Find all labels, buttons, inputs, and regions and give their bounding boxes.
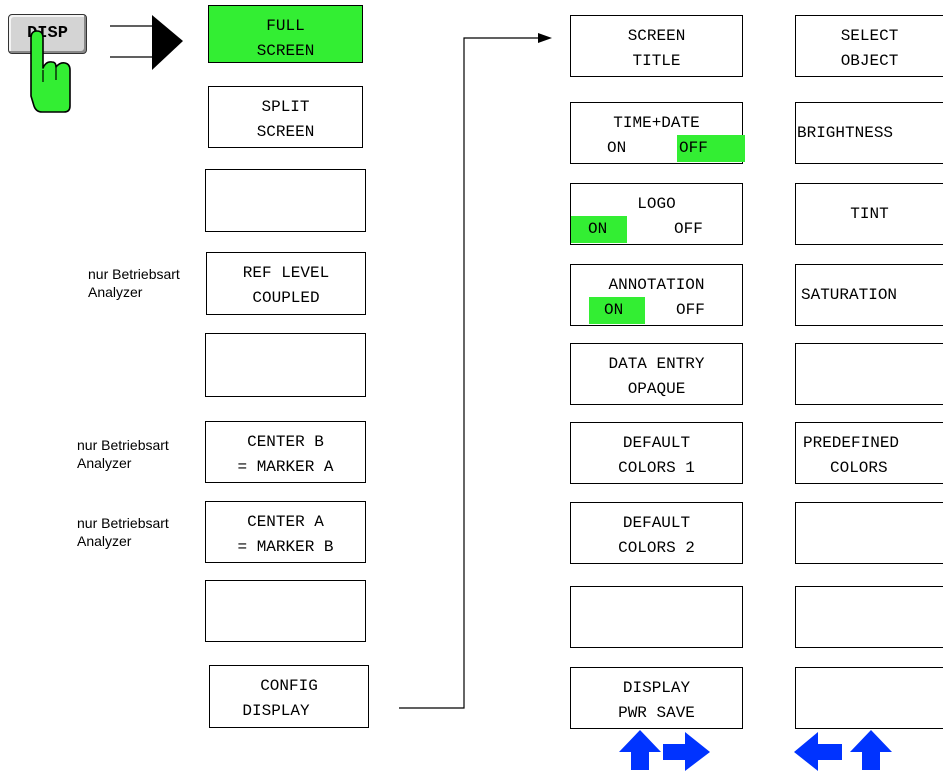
note-line: nur Betriebsart — [77, 437, 169, 453]
empty-softkey[interactable] — [795, 343, 943, 405]
softkey-label: SATURATION — [801, 286, 898, 304]
empty-softkey[interactable] — [205, 333, 366, 397]
config-display-softkey[interactable]: CONFIG DISPLAY — [209, 665, 369, 728]
softkey-label: REF LEVEL — [242, 264, 330, 282]
note-line: Analyzer — [77, 455, 132, 471]
note-line: Analyzer — [77, 533, 132, 549]
disp-hardkey[interactable]: DISP — [8, 14, 87, 54]
full-screen-softkey[interactable]: FULL SCREEN — [208, 5, 363, 63]
predefined-colors-softkey[interactable]: PREDEFINED COLORS — [795, 422, 943, 484]
nav-up-arrow-icon[interactable] — [619, 730, 661, 770]
empty-softkey[interactable] — [795, 667, 943, 729]
toggle-on-label-active: ON — [589, 297, 645, 324]
note-line: nur Betriebsart — [77, 515, 169, 531]
annotation-softkey[interactable]: ANNOTATION ON OFF — [570, 264, 743, 326]
softkey-label: CENTER B — [247, 433, 324, 451]
toggle-off-label: OFF — [676, 301, 705, 319]
logo-softkey[interactable]: LOGO ON OFF — [570, 183, 743, 245]
brightness-softkey[interactable]: BRIGHTNESS — [795, 102, 943, 164]
softkey-label: COLORS 2 — [618, 539, 695, 557]
softkey-label: COUPLED — [252, 289, 320, 307]
display-pwr-save-softkey[interactable]: DISPLAY PWR SAVE — [570, 667, 743, 729]
time-date-softkey[interactable]: TIME+DATE ON OFF — [570, 102, 745, 164]
empty-softkey[interactable] — [570, 586, 743, 648]
softkey-label: FULL — [266, 17, 305, 35]
default-colors-2-softkey[interactable]: DEFAULT COLORS 2 — [570, 502, 743, 564]
softkey-label: DEFAULT — [622, 434, 691, 452]
softkey-label: TIME+DATE — [613, 114, 700, 132]
softkey-label: SCREEN — [256, 42, 315, 60]
empty-softkey[interactable] — [205, 169, 366, 232]
tint-softkey[interactable]: TINT — [795, 183, 943, 245]
nav-up-arrow-icon[interactable] — [850, 730, 892, 770]
softkey-label: ANNOTATION — [608, 276, 705, 294]
default-colors-1-softkey[interactable]: DEFAULT COLORS 1 — [570, 422, 743, 484]
softkey-label: TITLE — [632, 52, 681, 70]
softkey-label: BRIGHTNESS — [797, 124, 894, 142]
empty-softkey[interactable] — [795, 502, 943, 564]
toggle-on-label: ON — [607, 139, 627, 157]
softkey-label: COLORS — [830, 459, 888, 477]
mode-note: nur Betriebsart Analyzer — [88, 265, 180, 301]
mode-note: nur Betriebsart Analyzer — [77, 514, 169, 550]
softkey-label: OBJECT — [840, 52, 899, 70]
softkey-label: PWR SAVE — [618, 704, 695, 722]
nav-left-arrow-icon[interactable] — [794, 732, 842, 771]
softkey-label: CENTER A — [247, 513, 324, 531]
center-a-marker-b-softkey[interactable]: CENTER A = MARKER B — [205, 501, 366, 563]
select-object-softkey[interactable]: SELECT OBJECT — [795, 15, 943, 77]
center-b-marker-a-softkey[interactable]: CENTER B = MARKER A — [205, 421, 366, 483]
data-entry-opaque-softkey[interactable]: DATA ENTRY OPAQUE — [570, 343, 743, 405]
softkey-label: SCREEN — [256, 123, 315, 141]
softkey-label: TINT — [850, 205, 889, 223]
softkey-label: CONFIG — [260, 677, 318, 695]
softkey-label: OPAQUE — [627, 380, 686, 398]
softkey-label: COLORS 1 — [618, 459, 695, 477]
softkey-label: DATA ENTRY — [608, 355, 705, 373]
softkey-label: PREDEFINED — [803, 434, 900, 452]
softkey-label: DISPLAY — [622, 679, 691, 697]
softkey-label: SCREEN — [627, 27, 686, 45]
softkey-label: = MARKER B — [237, 538, 334, 556]
empty-softkey[interactable] — [205, 580, 366, 642]
softkey-label: DISPLAY — [242, 702, 310, 720]
softkey-label: SELECT — [840, 27, 899, 45]
softkey-label: LOGO — [637, 195, 676, 213]
split-screen-softkey[interactable]: SPLIT SCREEN — [208, 86, 363, 148]
note-line: nur Betriebsart — [88, 266, 180, 282]
toggle-off-label: OFF — [674, 220, 703, 238]
config-connector-line — [399, 37, 541, 709]
connector-arrowhead — [538, 33, 552, 43]
note-line: Analyzer — [88, 284, 143, 300]
softkey-label: DEFAULT — [622, 514, 691, 532]
nav-right-arrow-icon[interactable] — [663, 732, 710, 771]
ref-level-coupled-softkey[interactable]: REF LEVEL COUPLED — [206, 252, 366, 315]
screen-title-softkey[interactable]: SCREEN TITLE — [570, 15, 743, 77]
mode-note: nur Betriebsart Analyzer — [77, 436, 169, 472]
toggle-off-label-active: OFF — [677, 135, 745, 162]
empty-softkey[interactable] — [795, 586, 943, 648]
toggle-on-label-active: ON — [571, 216, 627, 243]
softkey-label: SPLIT — [261, 98, 310, 116]
saturation-softkey[interactable]: SATURATION — [795, 264, 943, 326]
softkey-label: = MARKER A — [237, 458, 334, 476]
right-arrow-icon — [152, 15, 183, 70]
